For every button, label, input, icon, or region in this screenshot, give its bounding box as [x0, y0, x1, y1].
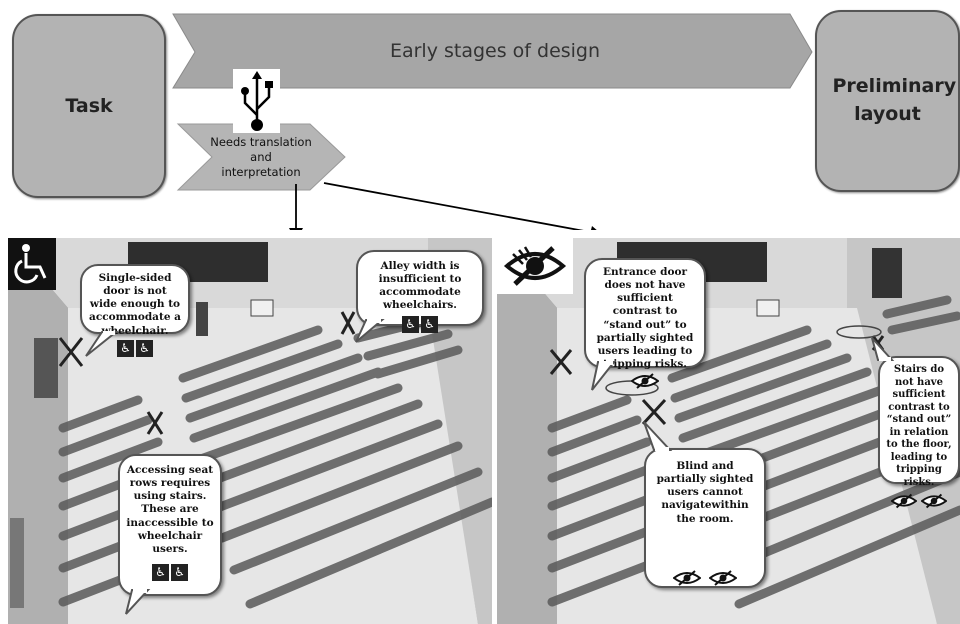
preliminary-layout-box: Preliminary layout: [815, 10, 960, 192]
main-process-arrow: [172, 13, 813, 89]
wheelchair-badge-icon: ♿: [152, 563, 169, 581]
main-arrow-label: Early stages of design: [389, 40, 601, 62]
wheelchair-icon: [8, 238, 56, 290]
task-box: Task: [12, 14, 166, 198]
crossed-eye-icon: [497, 238, 573, 294]
crossed-eye-badge-icon: [891, 493, 917, 509]
wheelchair-badges: ♿♿: [88, 339, 182, 357]
callout-single-sided-door-text: Single-sided door is not wide enough to …: [89, 272, 181, 337]
callout-stairs-contrast-text: Stairs do not have sufficient contrast t…: [886, 364, 952, 488]
wheelchair-badge-icon: ♿: [402, 315, 419, 333]
usb-icon: [241, 71, 273, 131]
usb-icon-box: [233, 69, 280, 133]
callout-tail-stairs-contrast: [871, 337, 895, 361]
wheelchair-badges: ♿♿: [364, 315, 476, 333]
callout-alley-width-text: Alley width is insufficient to accommoda…: [378, 260, 462, 312]
callout-blind-navigation-text: Blind and partially sighted users cannot…: [656, 460, 754, 525]
task-label: Task: [65, 95, 113, 117]
callout-tail-entrance: [591, 361, 617, 391]
wheelchair-badge-icon: ♿: [421, 315, 438, 333]
callout-alley-width: Alley width is insufficient to accommoda…: [356, 250, 484, 333]
callout-tail-stairs: [125, 589, 151, 615]
callout-seat-rows-stairs: Accessing seat rows requires using stair…: [118, 454, 222, 596]
crossed-eye-badge-icon: [631, 373, 659, 389]
wheelchair-badge-icon: ♿: [136, 339, 153, 357]
callout-entrance-door-text: Entrance door does not have sufficient c…: [596, 266, 694, 370]
callout-tail-alley: [355, 319, 385, 343]
callout-blind-navigation: Blind and partially sighted users cannot…: [644, 448, 766, 588]
callout-tail-blind: [643, 421, 673, 451]
callout-tail-door: [85, 331, 119, 357]
crossed-eye-badges: [883, 493, 955, 509]
callout-entrance-door: Entrance door does not have sufficient c…: [584, 258, 706, 389]
crossed-eye-badge-icon: [673, 569, 701, 586]
connector-line-right: [323, 182, 584, 230]
callout-seat-rows-stairs-text: Accessing seat rows requires using stair…: [126, 464, 214, 555]
translation-arrow: [176, 123, 346, 191]
wheelchair-badges: ♿♿: [126, 563, 214, 581]
crossed-eye-badge-icon: [709, 569, 737, 586]
preliminary-layout-label: Preliminary layout: [832, 75, 957, 125]
flow-arrows-svg: [172, 13, 813, 230]
wheelchair-badge-icon: ♿: [117, 339, 134, 357]
crossed-eye-badge: [592, 373, 698, 389]
crossed-eye-badges: [652, 569, 758, 586]
connector-arrowhead-right: [591, 226, 597, 230]
crossed-eye-badge-icon: [921, 493, 947, 509]
callout-single-sided-door: Single-sided door is not wide enough to …: [80, 264, 190, 357]
wheelchair-badge-icon: ♿: [171, 563, 188, 581]
callout-stairs-contrast: Stairs do not have sufficient contrast t…: [878, 356, 960, 509]
connector-arrowhead-left: [289, 228, 303, 230]
translation-arrow-label: Needs translation and interpretation: [210, 135, 312, 179]
